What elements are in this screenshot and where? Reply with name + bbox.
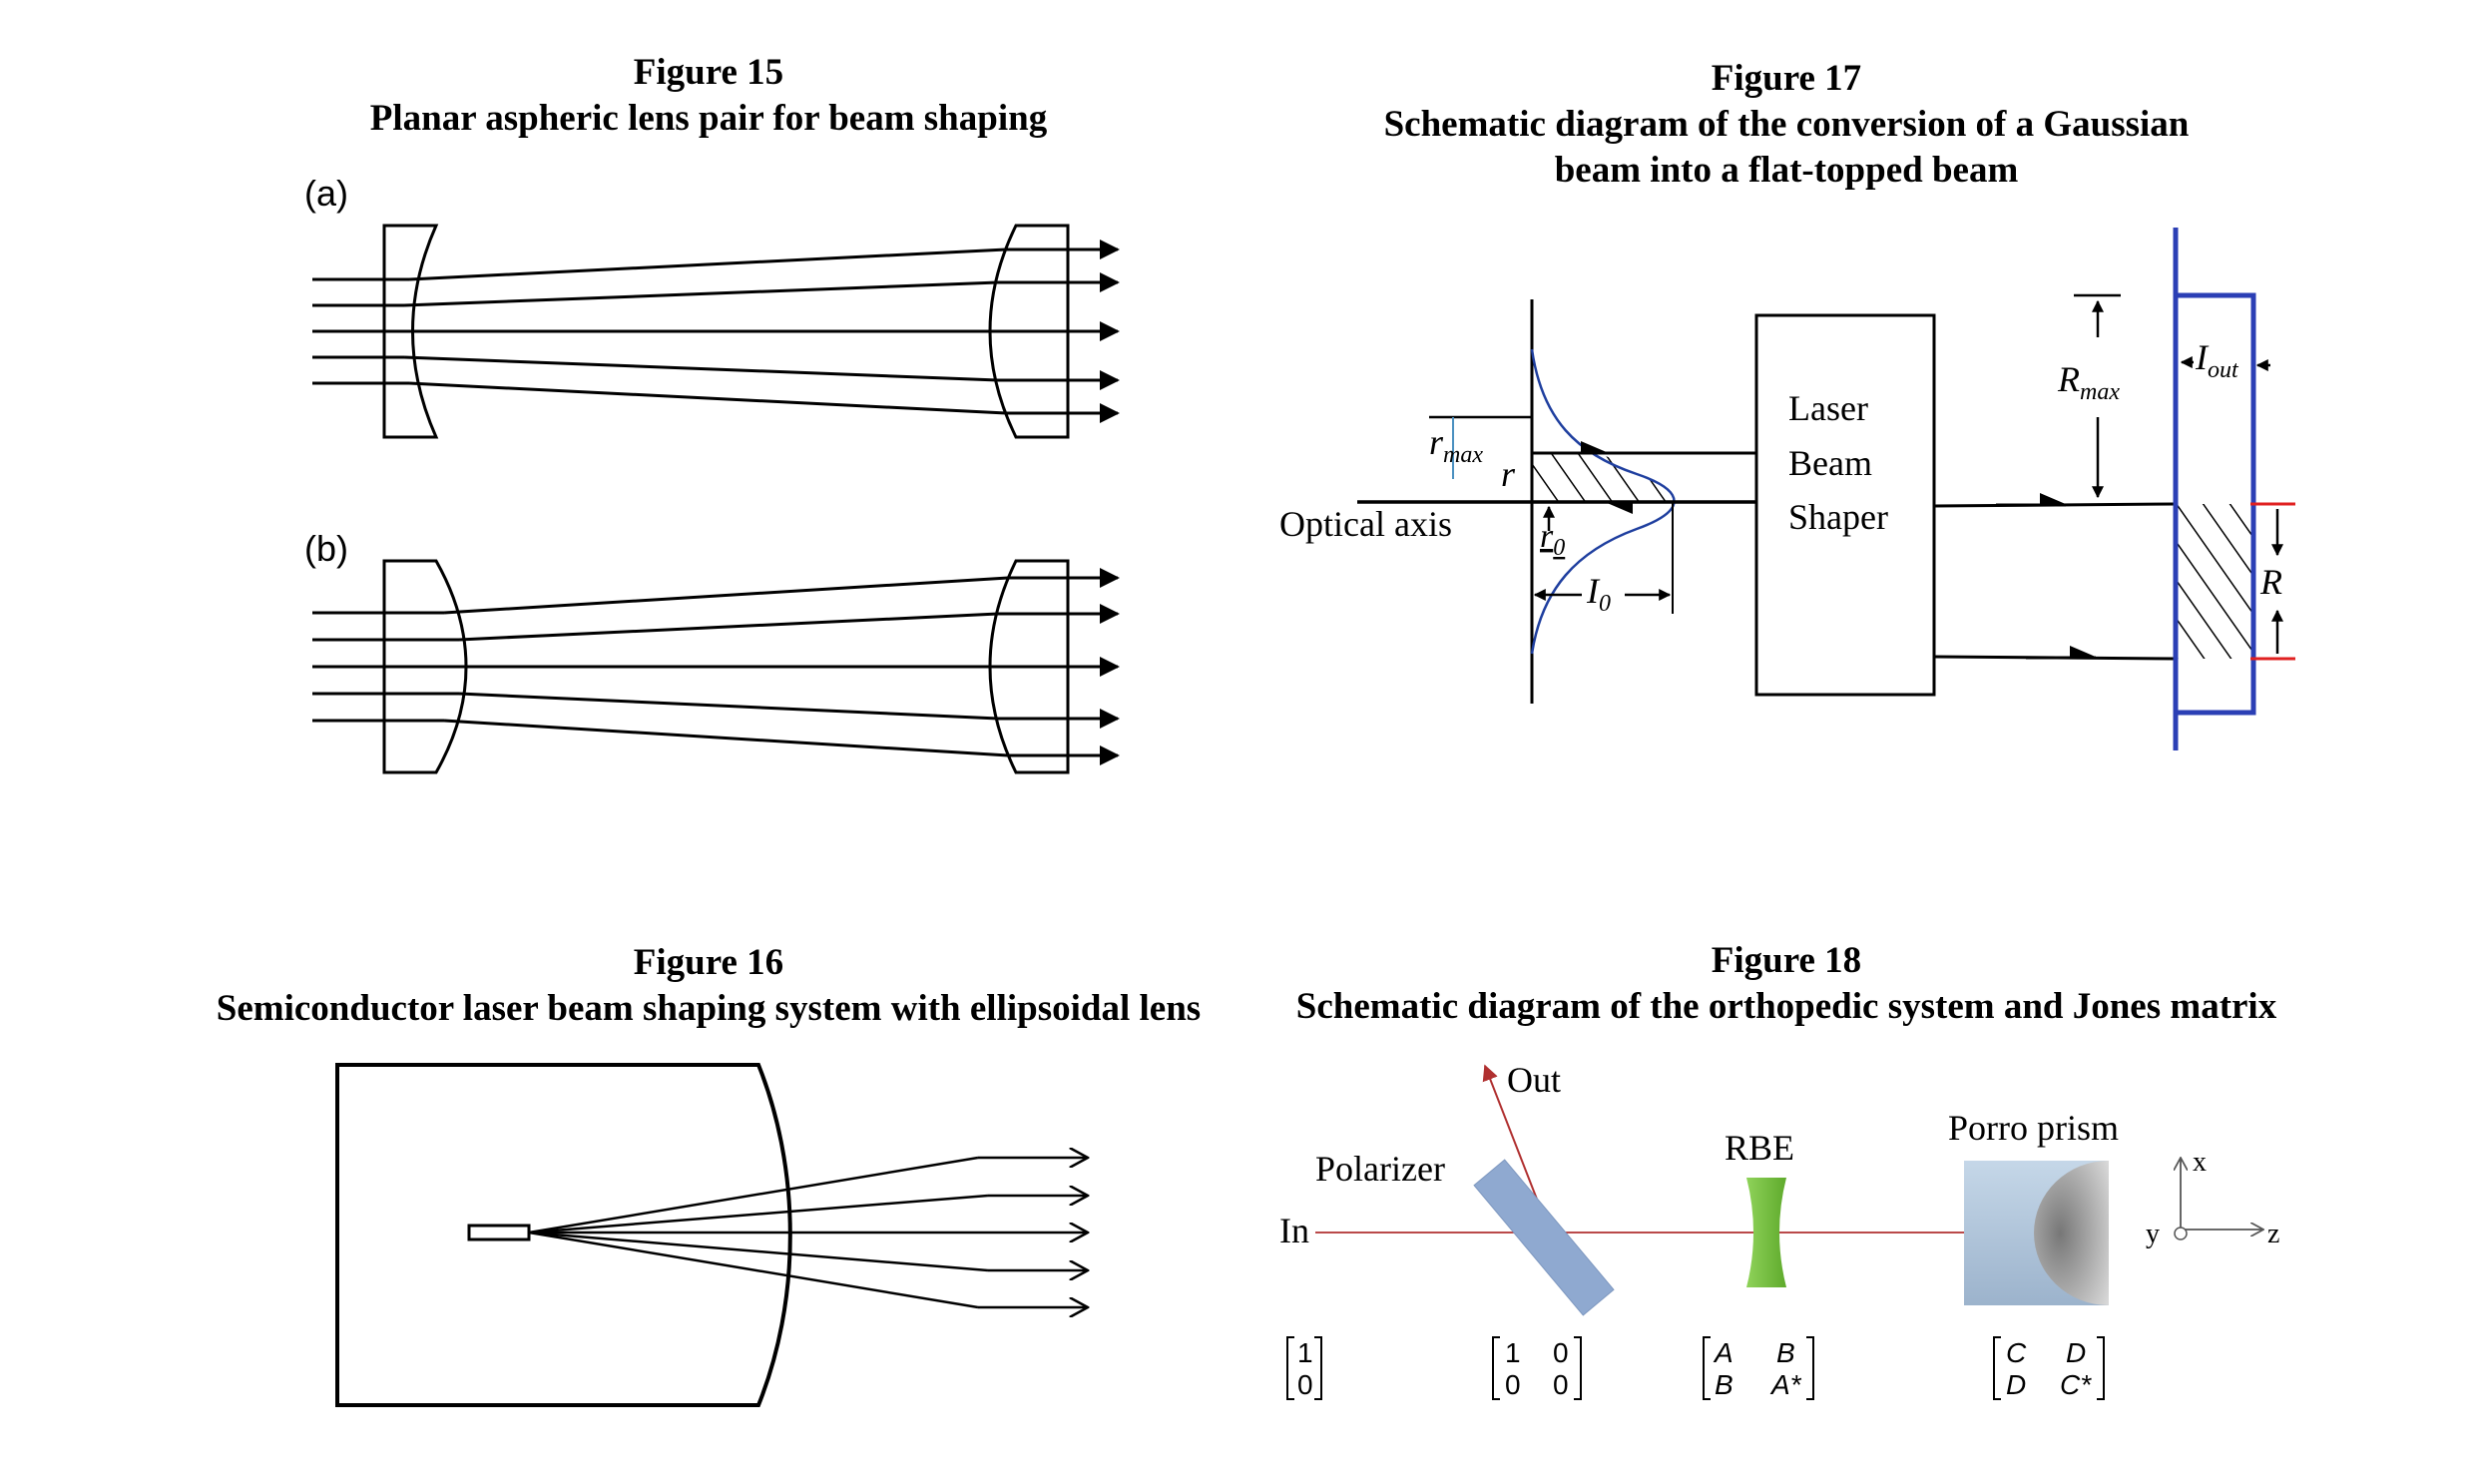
figure18-diagram: Out Polarizer In RBE Porro prism x y z 1… (1279, 1060, 2279, 1400)
figure15-title: Planar aspheric lens pair for beam shapi… (369, 98, 1048, 139)
optical-axis-label: Optical axis (1279, 504, 1452, 544)
matrix-rbe-00: A (1713, 1337, 1733, 1368)
matrix-in-1: 0 (1297, 1369, 1313, 1400)
figure17-number: Figure 17 (1711, 58, 1862, 99)
jones-matrix-porro: C D D C* (1993, 1336, 2105, 1400)
i0-sub: 0 (1599, 591, 1611, 617)
rays-panel-a (312, 240, 1120, 423)
figure16-caption: Figure 16 Semiconductor laser beam shapi… (160, 940, 1257, 1032)
matrix-rbe-10: B (1715, 1369, 1733, 1400)
Iout-label: Iout (2195, 337, 2239, 383)
gaussian-hatched-area (1532, 453, 1677, 502)
matrix-pol-00: 1 (1505, 1337, 1521, 1368)
r0-label: r0 (1540, 518, 1565, 561)
rays-figure16 (528, 1158, 1088, 1307)
r0-sub: 0 (1553, 535, 1565, 561)
rays-panel-b (312, 568, 1120, 765)
laser-beam-shaper-box (1754, 313, 1936, 697)
i0-base: I (1586, 571, 1601, 611)
figure18-number: Figure 18 (1711, 940, 1862, 981)
matrix-porro-11: C* (2060, 1369, 2092, 1400)
r0-base: r (1540, 518, 1554, 555)
panel-b-label: (b) (304, 528, 348, 569)
jones-matrix-rbe: A B B A* (1703, 1336, 1814, 1400)
rmax-sub: max (1443, 442, 1483, 468)
rmax-label: rmax (1429, 422, 1483, 468)
y-axis-dot (2174, 1227, 2188, 1240)
figure16-diagram (335, 1063, 1088, 1407)
figure18-title: Schematic diagram of the orthopedic syst… (1295, 986, 2277, 1027)
matrix-in-0: 1 (1297, 1337, 1313, 1368)
porro-prism-label: Porro prism (1948, 1108, 2119, 1148)
shaper-label-line1: Laser (1788, 388, 1868, 428)
figure16-title: Semiconductor laser beam shaping system … (216, 988, 1202, 1029)
jones-matrix-in: 1 0 (1286, 1336, 1322, 1400)
rbe-label: RBE (1725, 1128, 1794, 1168)
figure17-diagram: Optical axis rmax r r0 I0 Laser Beam Sha… (1279, 228, 2295, 750)
flat-top-hatched-area (2176, 504, 2255, 659)
jones-matrix-polarizer: 1 0 0 0 (1492, 1336, 1582, 1400)
coordinate-axes: x y z (2146, 1147, 2279, 1249)
figure15-caption: Figure 15 Planar aspheric lens pair for … (200, 50, 1218, 142)
axis-z-label: z (2267, 1219, 2279, 1249)
figure16-number: Figure 16 (633, 942, 784, 983)
polarizer-plate (1473, 1159, 1615, 1316)
matrix-rbe-01: B (1776, 1337, 1795, 1368)
figure15-number: Figure 15 (633, 52, 784, 93)
figure18-caption: Figure 18 Schematic diagram of the ortho… (1247, 938, 2325, 1030)
out-label: Out (1507, 1060, 1561, 1100)
matrix-porro-01: D (2066, 1337, 2086, 1368)
Rmax-label: Rmax (2057, 359, 2120, 405)
polarizer-label: Polarizer (1315, 1149, 1445, 1189)
shaper-label-line3: Shaper (1788, 497, 1888, 537)
figure17-caption: Figure 17 Schematic diagram of the conve… (1287, 56, 2285, 194)
figure17-title-line1: Schematic diagram of the conversion of a… (1383, 104, 2190, 145)
figure15-diagram: (a) (b) (304, 173, 1120, 774)
axis-y-label: y (2146, 1219, 2160, 1249)
R-label: R (2259, 562, 2282, 602)
Rmax-base: R (2057, 359, 2080, 399)
panel-a-label: (a) (304, 173, 348, 214)
shaper-label-line2: Beam (1788, 443, 1872, 483)
r-label: r (1501, 454, 1516, 494)
figure17-title-line2: beam into a flat-topped beam (1554, 150, 2019, 191)
matrix-porro-10: D (2006, 1369, 2026, 1400)
in-label: In (1279, 1211, 1309, 1250)
Iout-base: I (2195, 337, 2210, 377)
Rmax-sub: max (2080, 379, 2120, 405)
porro-prism-dome (2034, 1161, 2109, 1305)
axis-x-label: x (2193, 1147, 2207, 1178)
matrix-pol-01: 0 (1553, 1337, 1569, 1368)
matrix-pol-10: 0 (1505, 1369, 1521, 1400)
Iout-sub: out (2208, 357, 2239, 383)
matrix-porro-00: C (2006, 1337, 2027, 1368)
laser-diode (467, 1224, 531, 1241)
matrix-pol-11: 0 (1553, 1369, 1569, 1400)
i0-label: I0 (1586, 571, 1611, 617)
matrix-rbe-11: A* (1769, 1369, 1802, 1400)
rbe-lens (1746, 1178, 1786, 1287)
rmax-base: r (1429, 422, 1444, 462)
